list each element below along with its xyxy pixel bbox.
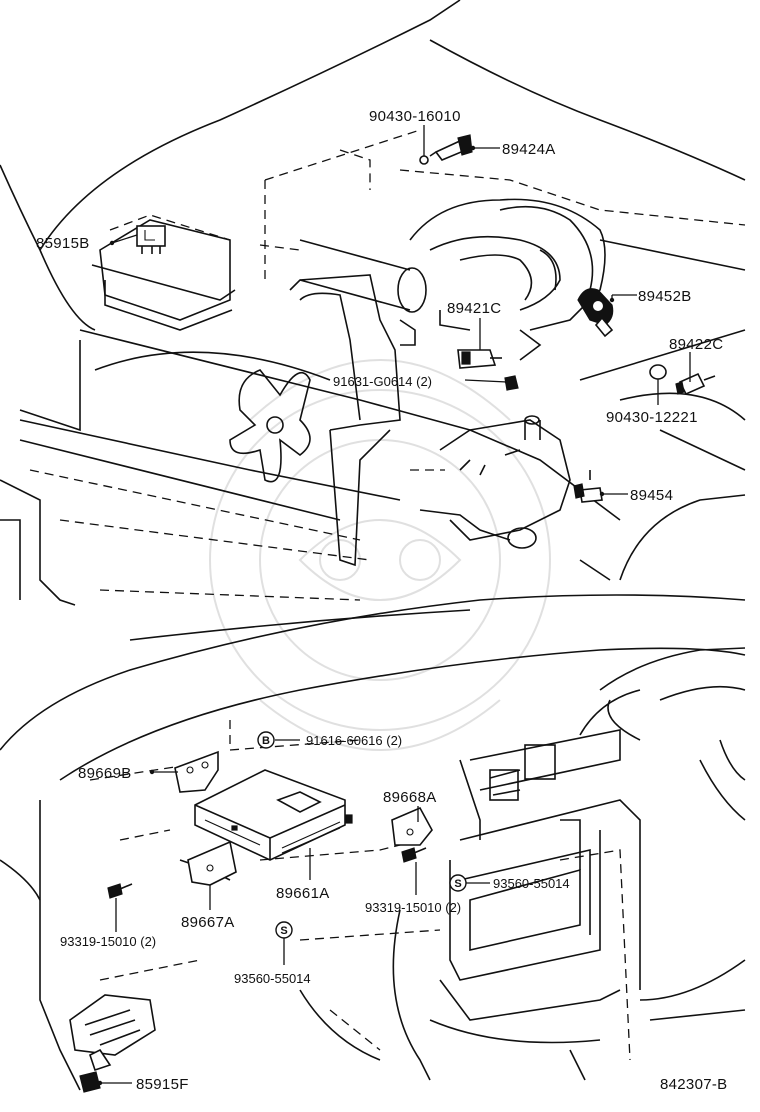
bolt-marker-b: B — [257, 731, 275, 749]
dashboard-drawing — [0, 594, 746, 1093]
label-93319-right: 93319-15010 (2) — [365, 900, 461, 915]
sensor-89454 — [573, 483, 603, 503]
svg-text:S: S — [280, 925, 287, 937]
screw-marker-s-right: S — [449, 874, 467, 892]
bracket-89668A — [391, 806, 433, 846]
label-93560-right: 93560-55014 — [493, 876, 570, 891]
sensor-89424A — [419, 134, 473, 165]
part-labels: 90430-16010 89424A 85915B 89452B 89421C … — [36, 108, 727, 1093]
bolt-93319-right — [401, 847, 427, 863]
label-91631: 91631-G0614 (2) — [333, 374, 432, 389]
label-91616: 91616-60616 (2) — [306, 733, 402, 748]
bolt-93319-left — [107, 883, 133, 899]
svg-text:B: B — [262, 735, 270, 747]
label-90430-12221: 90430-12221 — [606, 409, 698, 426]
relay-85915B — [136, 225, 166, 254]
label-89669B: 89669B — [78, 765, 132, 782]
label-89661A: 89661A — [276, 885, 330, 902]
label-89452B: 89452B — [638, 288, 692, 305]
bracket-89667A — [187, 840, 237, 886]
label-89454: 89454 — [630, 487, 673, 504]
bracket-89669B — [174, 750, 219, 793]
screw-marker-s-left: S — [275, 921, 293, 939]
leader-lines — [97, 125, 691, 1086]
label-85915F: 85915F — [136, 1076, 189, 1093]
label-90430-16010: 90430-16010 — [369, 108, 461, 125]
sensor-89421C — [457, 349, 502, 369]
label-85915B: 85915B — [36, 235, 90, 252]
label-89668A: 89668A — [383, 789, 437, 806]
label-89421C: 89421C — [447, 300, 501, 317]
label-89424A: 89424A — [502, 141, 556, 158]
label-93560-left: 93560-55014 — [234, 971, 311, 986]
washer-90430-12221 — [649, 364, 667, 380]
engine-bay-drawing — [0, 0, 746, 606]
sensor-89452B — [577, 288, 614, 338]
label-93319-left: 93319-15010 (2) — [60, 934, 156, 949]
diagram-id: 842307-B — [660, 1076, 727, 1093]
watermark-emblem — [209, 359, 551, 751]
label-89667A: 89667A — [181, 914, 235, 931]
sensor-89422C — [675, 372, 716, 396]
bolt-91631 — [504, 375, 519, 391]
svg-text:S: S — [454, 878, 461, 890]
label-89422C: 89422C — [669, 336, 723, 353]
radiator-fan — [229, 369, 311, 483]
ecu-89661A — [194, 769, 353, 861]
relay-85915F — [69, 994, 156, 1093]
